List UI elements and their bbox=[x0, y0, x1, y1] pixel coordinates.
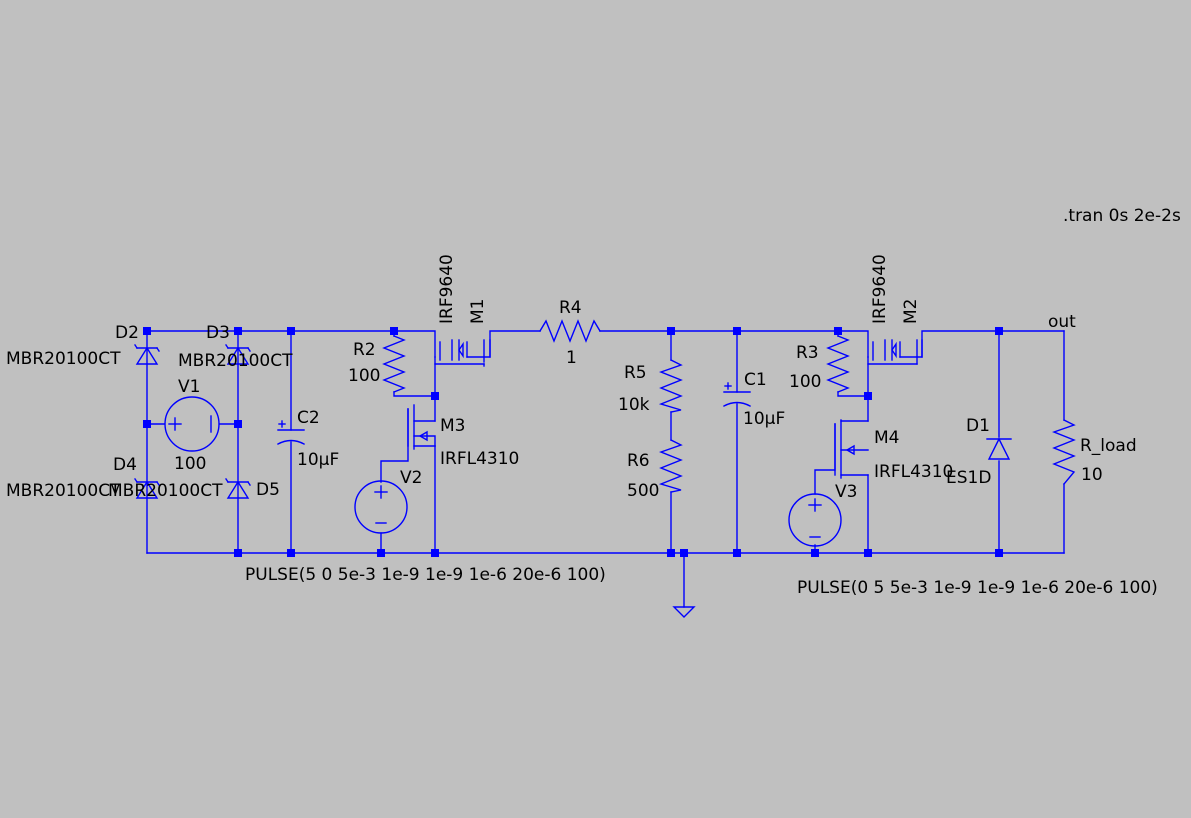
r2-name: R2 bbox=[353, 340, 376, 360]
resistor-r4-symbol[interactable] bbox=[539, 319, 601, 343]
d3-name: D3 bbox=[206, 323, 230, 343]
d2-model: MBR20100CT bbox=[6, 349, 121, 369]
d5-model: MBR20100CT bbox=[108, 481, 223, 501]
d1-name: D1 bbox=[966, 416, 990, 436]
c2-value: 10μF bbox=[297, 450, 339, 470]
rload-name: R_load bbox=[1080, 436, 1137, 456]
v2-name: V2 bbox=[400, 468, 422, 488]
capacitor-c1-symbol[interactable] bbox=[723, 382, 751, 407]
resistor-r5-symbol[interactable] bbox=[658, 359, 683, 413]
c2-name: C2 bbox=[297, 408, 320, 428]
v1-value: 100 bbox=[174, 454, 206, 474]
d3-model: MBR20100CT bbox=[178, 351, 293, 371]
m3-name: M3 bbox=[440, 416, 465, 436]
r4-name: R4 bbox=[559, 298, 582, 318]
rload-value: 10 bbox=[1081, 465, 1103, 485]
m3-model: IRFL4310 bbox=[440, 449, 519, 469]
wires bbox=[146, 330, 1065, 608]
d2-name: D2 bbox=[115, 323, 139, 343]
capacitor-c2-symbol[interactable] bbox=[277, 420, 305, 445]
v3-value: PULSE(0 5 5e-3 1e-9 1e-9 1e-6 20e-6 100) bbox=[797, 578, 1158, 598]
mosfet-m3-symbol[interactable] bbox=[407, 404, 436, 450]
m4-name: M4 bbox=[874, 428, 899, 448]
voltage-source-v3-symbol[interactable] bbox=[788, 493, 842, 547]
mosfet-m4-symbol[interactable] bbox=[834, 419, 869, 479]
r6-value: 500 bbox=[627, 481, 659, 501]
m2-model: IRF9640 bbox=[870, 254, 890, 324]
resistor-r6-symbol[interactable] bbox=[658, 439, 683, 493]
diode-d2-symbol[interactable] bbox=[134, 344, 160, 365]
m1-name: M1 bbox=[468, 299, 488, 324]
c1-name: C1 bbox=[744, 370, 767, 390]
d1-model: ES1D bbox=[946, 468, 991, 488]
diode-d5-symbol[interactable] bbox=[225, 478, 251, 499]
r3-value: 100 bbox=[789, 372, 821, 392]
m1-model: IRF9640 bbox=[437, 254, 457, 324]
voltage-source-v2-symbol[interactable] bbox=[354, 480, 408, 534]
voltage-source-v1-symbol[interactable] bbox=[164, 396, 220, 452]
r3-name: R3 bbox=[796, 343, 819, 363]
v1-name: V1 bbox=[178, 377, 200, 397]
net-label-out: out bbox=[1048, 312, 1076, 332]
resistor-r3-symbol[interactable] bbox=[826, 335, 850, 393]
r6-name: R6 bbox=[627, 451, 650, 471]
tran-directive[interactable]: .tran 0s 2e-2s bbox=[1063, 206, 1181, 226]
r2-value: 100 bbox=[348, 366, 380, 386]
m2-name: M2 bbox=[901, 299, 921, 324]
m4-model: IRFL4310 bbox=[874, 462, 953, 482]
diode-d4-symbol[interactable] bbox=[134, 478, 160, 499]
diode-d3-symbol[interactable] bbox=[225, 344, 251, 365]
ground-symbol bbox=[672, 606, 696, 618]
r5-value: 10k bbox=[618, 395, 650, 415]
v2-value: PULSE(5 0 5e-3 1e-9 1e-9 1e-6 20e-6 100) bbox=[245, 565, 606, 585]
diode-d1-symbol[interactable] bbox=[986, 437, 1012, 460]
resistor-rload-symbol[interactable] bbox=[1052, 419, 1076, 485]
mosfet-m2-symbol[interactable] bbox=[867, 339, 923, 365]
junction-dots bbox=[143, 327, 1003, 557]
c1-value: 10μF bbox=[743, 409, 785, 429]
d4-name: D4 bbox=[113, 455, 137, 475]
mosfet-m1-symbol[interactable] bbox=[434, 339, 491, 367]
d5-name: D5 bbox=[256, 480, 280, 500]
r4-value: 1 bbox=[566, 348, 577, 368]
d4-model: MBR20100CT bbox=[6, 481, 121, 501]
resistor-r2-symbol[interactable] bbox=[382, 335, 406, 393]
r5-name: R5 bbox=[624, 363, 647, 383]
v3-name: V3 bbox=[835, 482, 857, 502]
